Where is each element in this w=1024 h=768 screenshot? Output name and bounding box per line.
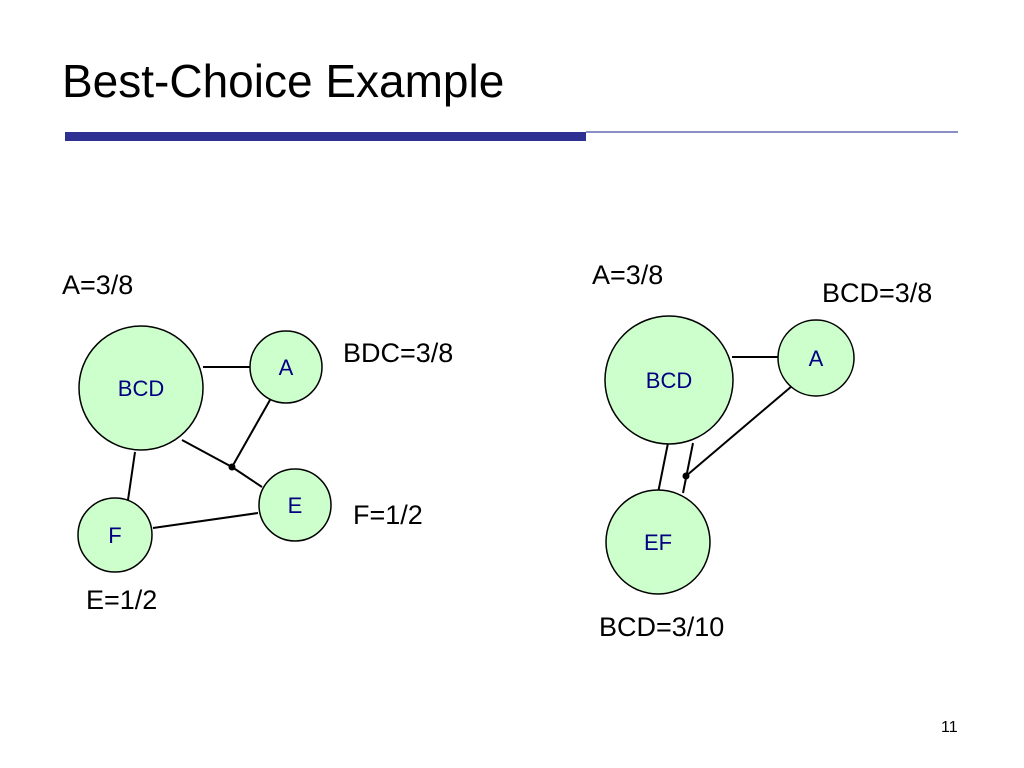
right-node-ef: EF: [605, 489, 711, 595]
right-node-a-label: A: [809, 346, 824, 371]
right-label-a-score: A=3/8: [592, 260, 663, 290]
left-label-a-score: A=3/8: [62, 270, 133, 300]
right-hyperedge-junction-dot: [682, 472, 690, 480]
slide-title: Best-Choice Example: [62, 55, 505, 107]
right-edge-bcd-ef-2: [682, 442, 694, 494]
title-underline-thin: [586, 131, 958, 133]
left-node-bcd: BCD: [78, 325, 204, 451]
left-edge-f-e: [152, 512, 259, 529]
right-node-ef-label: EF: [644, 530, 672, 555]
left-edge-bcd-f: [127, 451, 136, 501]
right-edge-a-junction: [685, 385, 793, 477]
left-graph-edges: [127, 366, 271, 529]
left-edge-junction-e: [231, 466, 263, 488]
right-label-bcd-score-top: BCD=3/8: [822, 278, 932, 308]
title-underline-thick: [65, 132, 586, 141]
right-label-bcd-score-bottom: BCD=3/10: [599, 612, 724, 642]
right-node-a: A: [777, 319, 855, 397]
left-node-a-label: A: [279, 355, 294, 380]
left-hyperedge-junction-dot: [228, 463, 236, 471]
left-node-e-label: E: [288, 493, 303, 518]
right-node-bcd: BCD: [604, 315, 734, 445]
left-edge-bcd-junction: [181, 439, 233, 468]
right-graph-edges: [657, 356, 793, 494]
right-node-bcd-label: BCD: [646, 368, 692, 393]
page-number: 11: [941, 719, 958, 736]
left-edge-a-junction: [231, 399, 271, 468]
left-label-e-score: E=1/2: [86, 585, 157, 615]
right-edge-bcd-ef-1: [657, 442, 669, 494]
left-node-f: F: [77, 497, 153, 573]
left-node-f-label: F: [108, 523, 121, 548]
left-label-bdc-score: BDC=3/8: [343, 338, 453, 368]
left-label-f-score: F=1/2: [353, 500, 423, 530]
left-node-a: A: [249, 330, 323, 404]
left-node-bcd-label: BCD: [118, 376, 164, 401]
left-node-e: E: [258, 468, 332, 542]
